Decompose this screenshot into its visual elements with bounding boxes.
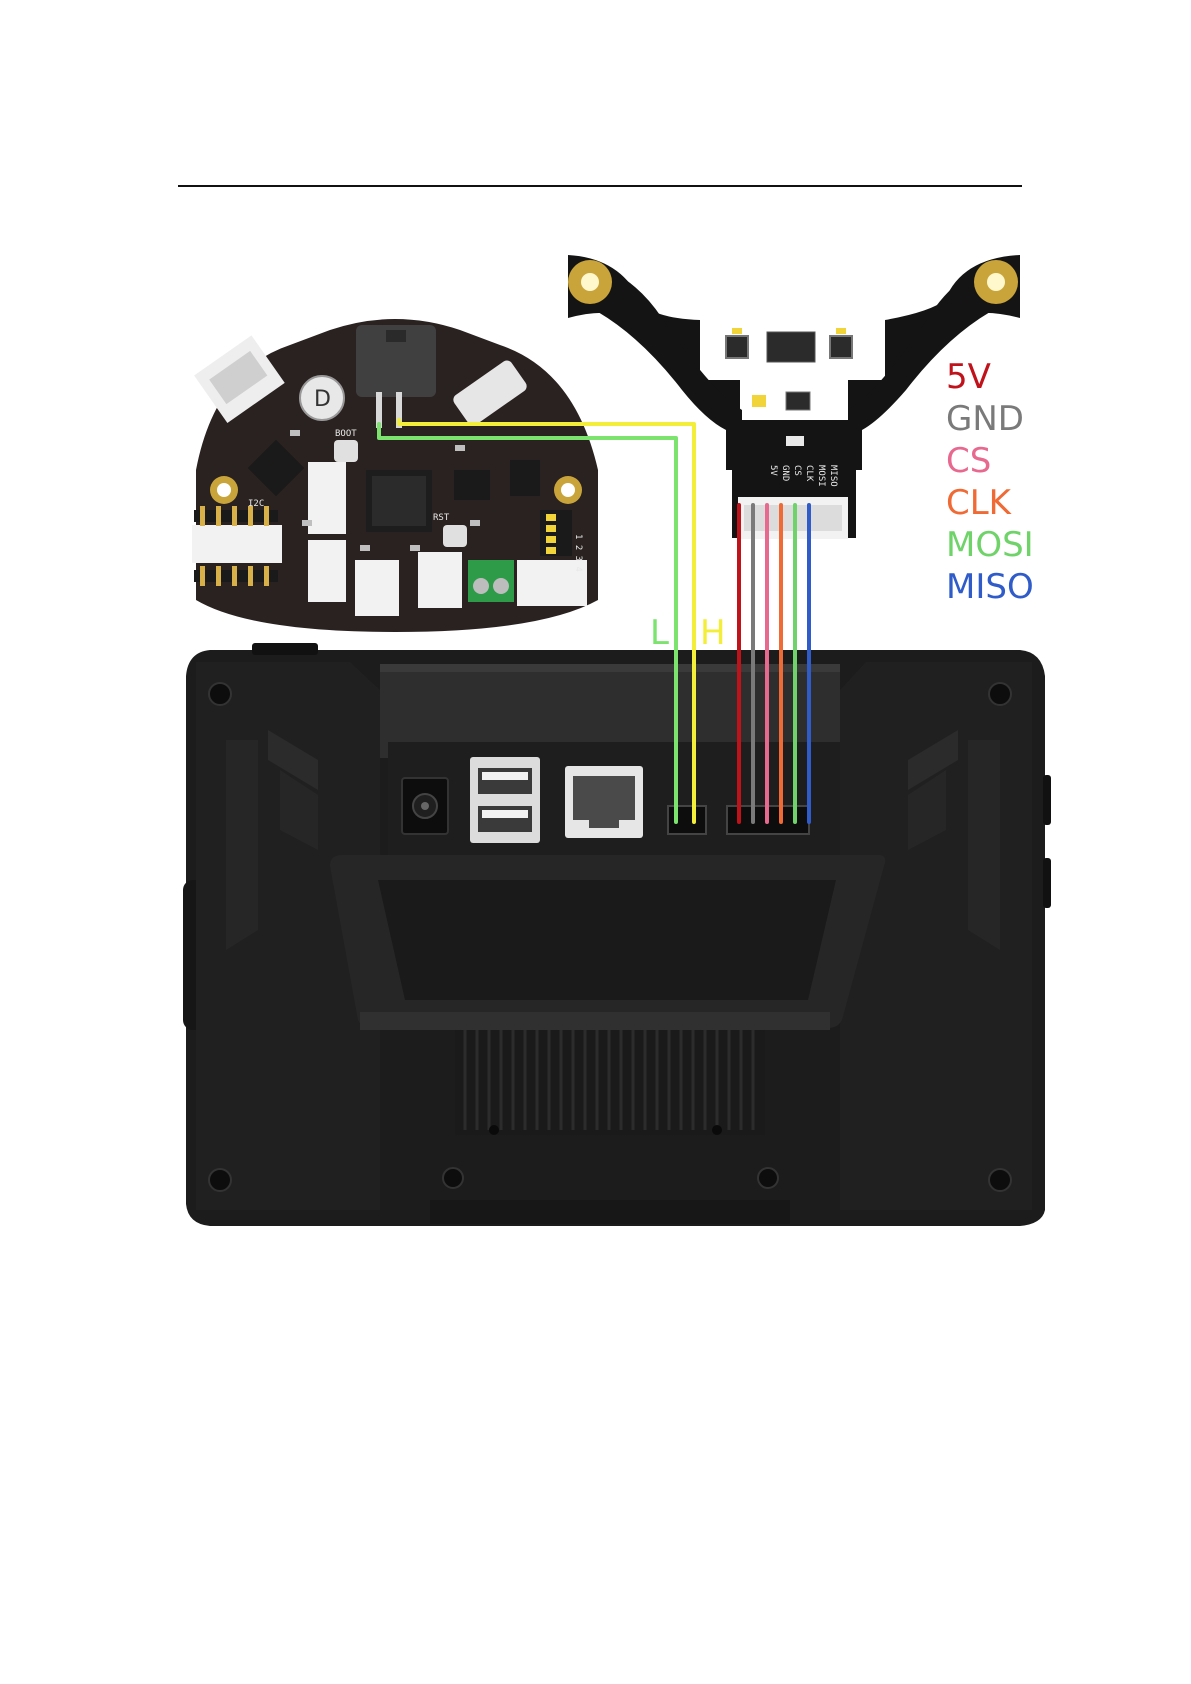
can-port [668, 806, 706, 834]
silk-pin-cs: CS [792, 465, 802, 476]
silk-pin-5v: 5V [768, 465, 778, 476]
toolhead-board: D [192, 319, 598, 632]
legend-label-mosi: MOSI [946, 525, 1034, 565]
dc-jack-port [402, 778, 448, 834]
silk-i2c: I2C [248, 499, 264, 509]
svg-text:D: D [314, 387, 331, 412]
legend-label-gnd: GND [946, 399, 1024, 439]
legend-label-miso: MISO [946, 567, 1034, 607]
silk-pin-clk: CLK [804, 465, 814, 482]
legend-label-cs: CS [946, 441, 991, 481]
wire-label-low: L [650, 613, 669, 653]
silk-pin-mosi: MOSI [816, 465, 826, 487]
silk-boot: BOOT [335, 429, 357, 439]
legend-label-5v: 5V [946, 357, 991, 397]
wire-label-high: H [700, 613, 726, 653]
legend-label-clk: CLK [946, 483, 1013, 523]
host-device [183, 643, 1051, 1226]
usb-ports [470, 757, 540, 843]
ethernet-port [565, 766, 643, 838]
silk-pin-miso: MISO [828, 465, 838, 487]
silk-rst: RST [433, 513, 450, 523]
silk-dip: 1 2 3 4 [573, 534, 583, 572]
silk-pin-gnd: GND [780, 465, 790, 481]
